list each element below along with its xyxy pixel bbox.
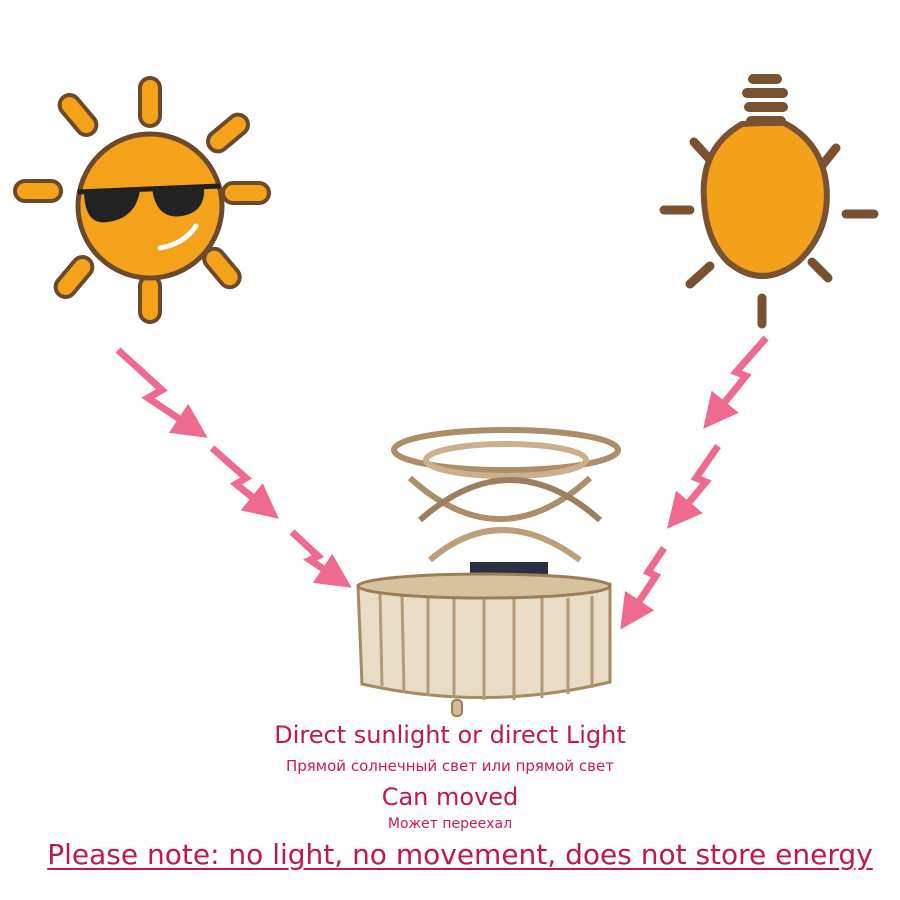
lightning-arrow-icon xyxy=(667,444,721,529)
bulb-glass xyxy=(700,118,830,279)
solar-spinner-toy xyxy=(356,427,621,717)
lightning-arrow-icon xyxy=(289,529,352,588)
caption-can-moved: Can moved xyxy=(381,783,519,811)
light-bulb-icon xyxy=(659,74,879,329)
caption-direct-light: Direct sunlight or direct Light xyxy=(274,721,626,749)
note-text: Please note: no light, no movement, does… xyxy=(47,838,873,871)
spinning-rings xyxy=(391,427,621,563)
lightning-arrow-icon xyxy=(703,335,769,429)
sun-disc xyxy=(75,131,225,281)
caption-direct-light-ru: Прямой солнечный свет или прямой свет xyxy=(285,757,614,775)
left-light-arrows xyxy=(115,347,352,588)
caption-can-moved-ru: Может переехал xyxy=(387,816,513,832)
bulb-base xyxy=(742,74,788,126)
sun-rays xyxy=(13,76,271,324)
lightning-arrow-icon xyxy=(209,445,279,519)
sun-icon xyxy=(13,76,271,324)
sunglasses-icon xyxy=(77,183,221,223)
lightning-arrow-icon xyxy=(115,347,208,438)
lightning-arrow-icon xyxy=(620,546,667,630)
right-light-arrows xyxy=(620,335,769,630)
